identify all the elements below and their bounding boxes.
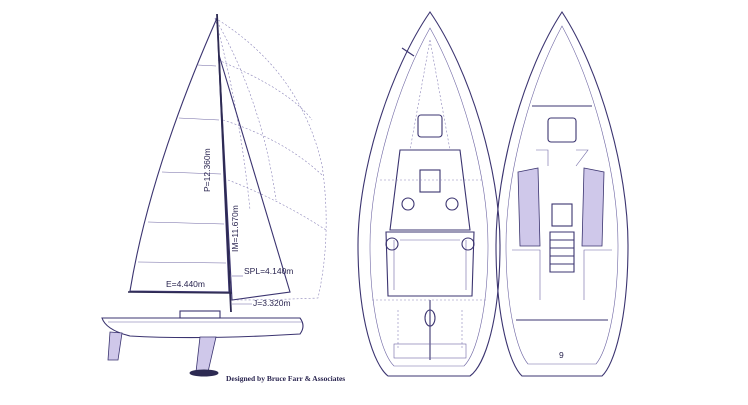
interior-marker-label: 9 bbox=[559, 350, 564, 360]
cabin-top bbox=[389, 149, 471, 231]
winch-starboard bbox=[445, 197, 459, 211]
mast-step bbox=[419, 169, 441, 193]
saloon-table bbox=[551, 203, 573, 227]
settee-starboard bbox=[581, 167, 605, 247]
keel-bulb bbox=[189, 369, 219, 377]
mainsail-battens bbox=[137, 64, 227, 264]
deck-inner-outline bbox=[369, 27, 489, 367]
jib bbox=[218, 54, 291, 301]
quarter-berths bbox=[512, 249, 612, 300]
dim-j-label: J=3.320m bbox=[253, 298, 291, 308]
primary-winch-starboard bbox=[461, 237, 475, 251]
keel-fin bbox=[195, 336, 217, 373]
spinnaker-seams bbox=[214, 17, 327, 231]
tiller-end bbox=[424, 309, 436, 327]
deck-plan-view bbox=[357, 11, 501, 377]
companionway-ladder bbox=[549, 231, 575, 273]
cockpit-seats bbox=[393, 239, 467, 290]
settee-port bbox=[517, 167, 541, 247]
winch-port bbox=[401, 197, 415, 211]
dim-spl-label: SPL=4.140m bbox=[244, 266, 293, 276]
cabin-trunk bbox=[179, 310, 221, 319]
boom bbox=[127, 291, 233, 294]
spinnaker-outline bbox=[214, 17, 327, 301]
berth-outlines bbox=[536, 149, 589, 167]
interior-inner-outline bbox=[505, 25, 619, 365]
sail-plan-view: P=12.360m IM=11.670m E=4.440m SPL=4.140m… bbox=[101, 13, 345, 383]
interior-plan-view: 9 bbox=[495, 10, 629, 377]
deck-hull-outline bbox=[357, 11, 501, 377]
hull-profile bbox=[101, 317, 304, 339]
deck-lines bbox=[372, 39, 488, 350]
rudder bbox=[107, 331, 123, 361]
dim-p-label: P=12.360m bbox=[202, 148, 212, 192]
interior-hull-outline bbox=[495, 10, 629, 377]
transom-step bbox=[393, 343, 467, 359]
dim-im-label: IM=11.670m bbox=[230, 205, 240, 252]
forward-hatch-interior bbox=[547, 117, 577, 143]
bowsprit bbox=[401, 47, 415, 57]
cockpit-well bbox=[385, 231, 475, 297]
designer-credit: Designed by Bruce Farr & Associates bbox=[226, 374, 345, 383]
forward-hatch bbox=[417, 114, 443, 138]
mast bbox=[216, 13, 232, 313]
mainsail bbox=[129, 17, 230, 293]
primary-winch-port bbox=[385, 237, 399, 251]
dim-e-label: E=4.440m bbox=[166, 279, 205, 289]
